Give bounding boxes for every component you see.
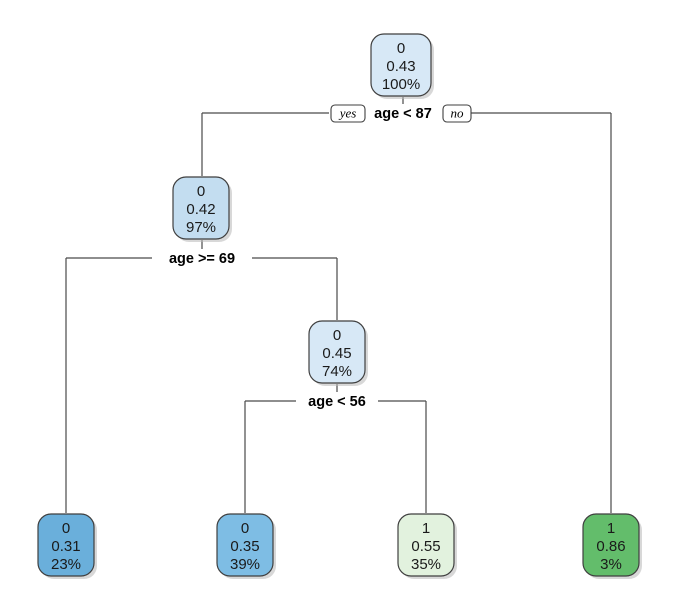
node-n2[interactable]: 0 0.42 97% xyxy=(172,176,232,242)
node-leaf2-percent: 39% xyxy=(230,556,260,573)
split1-no-box[interactable] xyxy=(442,104,472,123)
node-leaf1-box xyxy=(37,513,95,577)
node-leaf2-box xyxy=(216,513,274,577)
split1-yes-box[interactable] xyxy=(330,104,366,123)
split2-label-bg xyxy=(152,249,252,267)
split-label-split3[interactable]: age < 56 xyxy=(296,392,378,410)
node-n3-box xyxy=(308,320,366,384)
node-leaf4-box xyxy=(582,513,640,577)
split1-yes-label: yes xyxy=(338,105,357,120)
node-n2-box xyxy=(172,176,230,240)
split3-condition: age < 56 xyxy=(308,394,366,410)
node-root-class: 0 xyxy=(397,40,405,57)
node-root-box xyxy=(370,33,432,97)
node-leaf2-probability: 0.35 xyxy=(230,538,259,555)
node-n3-percent: 74% xyxy=(322,363,352,380)
split1-condition: age < 87 xyxy=(374,106,432,122)
node-root[interactable]: 0 0.43 100% xyxy=(370,33,434,99)
node-n2-probability: 0.42 xyxy=(186,201,215,218)
node-leaf3-box xyxy=(397,513,455,577)
node-leaf3-probability: 0.55 xyxy=(411,538,440,555)
node-leaf4[interactable]: 1 0.86 3% xyxy=(582,513,642,579)
split-label-split1[interactable]: yes age < 87 no xyxy=(329,104,472,123)
node-n3-probability: 0.45 xyxy=(322,345,351,362)
node-leaf1-probability: 0.31 xyxy=(51,538,80,555)
split1-no-label: no xyxy=(451,105,465,120)
node-root-percent: 100% xyxy=(382,76,420,93)
node-leaf3-class: 1 xyxy=(422,520,430,537)
node-leaf3[interactable]: 1 0.55 35% xyxy=(397,513,457,579)
node-leaf2[interactable]: 0 0.35 39% xyxy=(216,513,276,579)
node-leaf4-class: 1 xyxy=(607,520,615,537)
split2-condition: age >= 69 xyxy=(169,251,235,267)
connector-layer xyxy=(65,97,612,513)
node-n3[interactable]: 0 0.45 74% xyxy=(308,320,368,386)
node-leaf2-class: 0 xyxy=(241,520,249,537)
split-label-split2[interactable]: age >= 69 xyxy=(152,249,252,267)
node-n2-class: 0 xyxy=(197,183,205,200)
node-leaf4-probability: 0.86 xyxy=(596,538,625,555)
node-leaf1[interactable]: 0 0.31 23% xyxy=(37,513,97,579)
node-leaf3-percent: 35% xyxy=(411,556,441,573)
node-n2-percent: 97% xyxy=(186,219,216,236)
node-root-probability: 0.43 xyxy=(386,58,415,75)
split3-label-bg xyxy=(296,392,378,410)
node-leaf1-percent: 23% xyxy=(51,556,81,573)
node-n3-class: 0 xyxy=(333,327,341,344)
node-leaf4-percent: 3% xyxy=(600,556,622,573)
node-leaf1-class: 0 xyxy=(62,520,70,537)
